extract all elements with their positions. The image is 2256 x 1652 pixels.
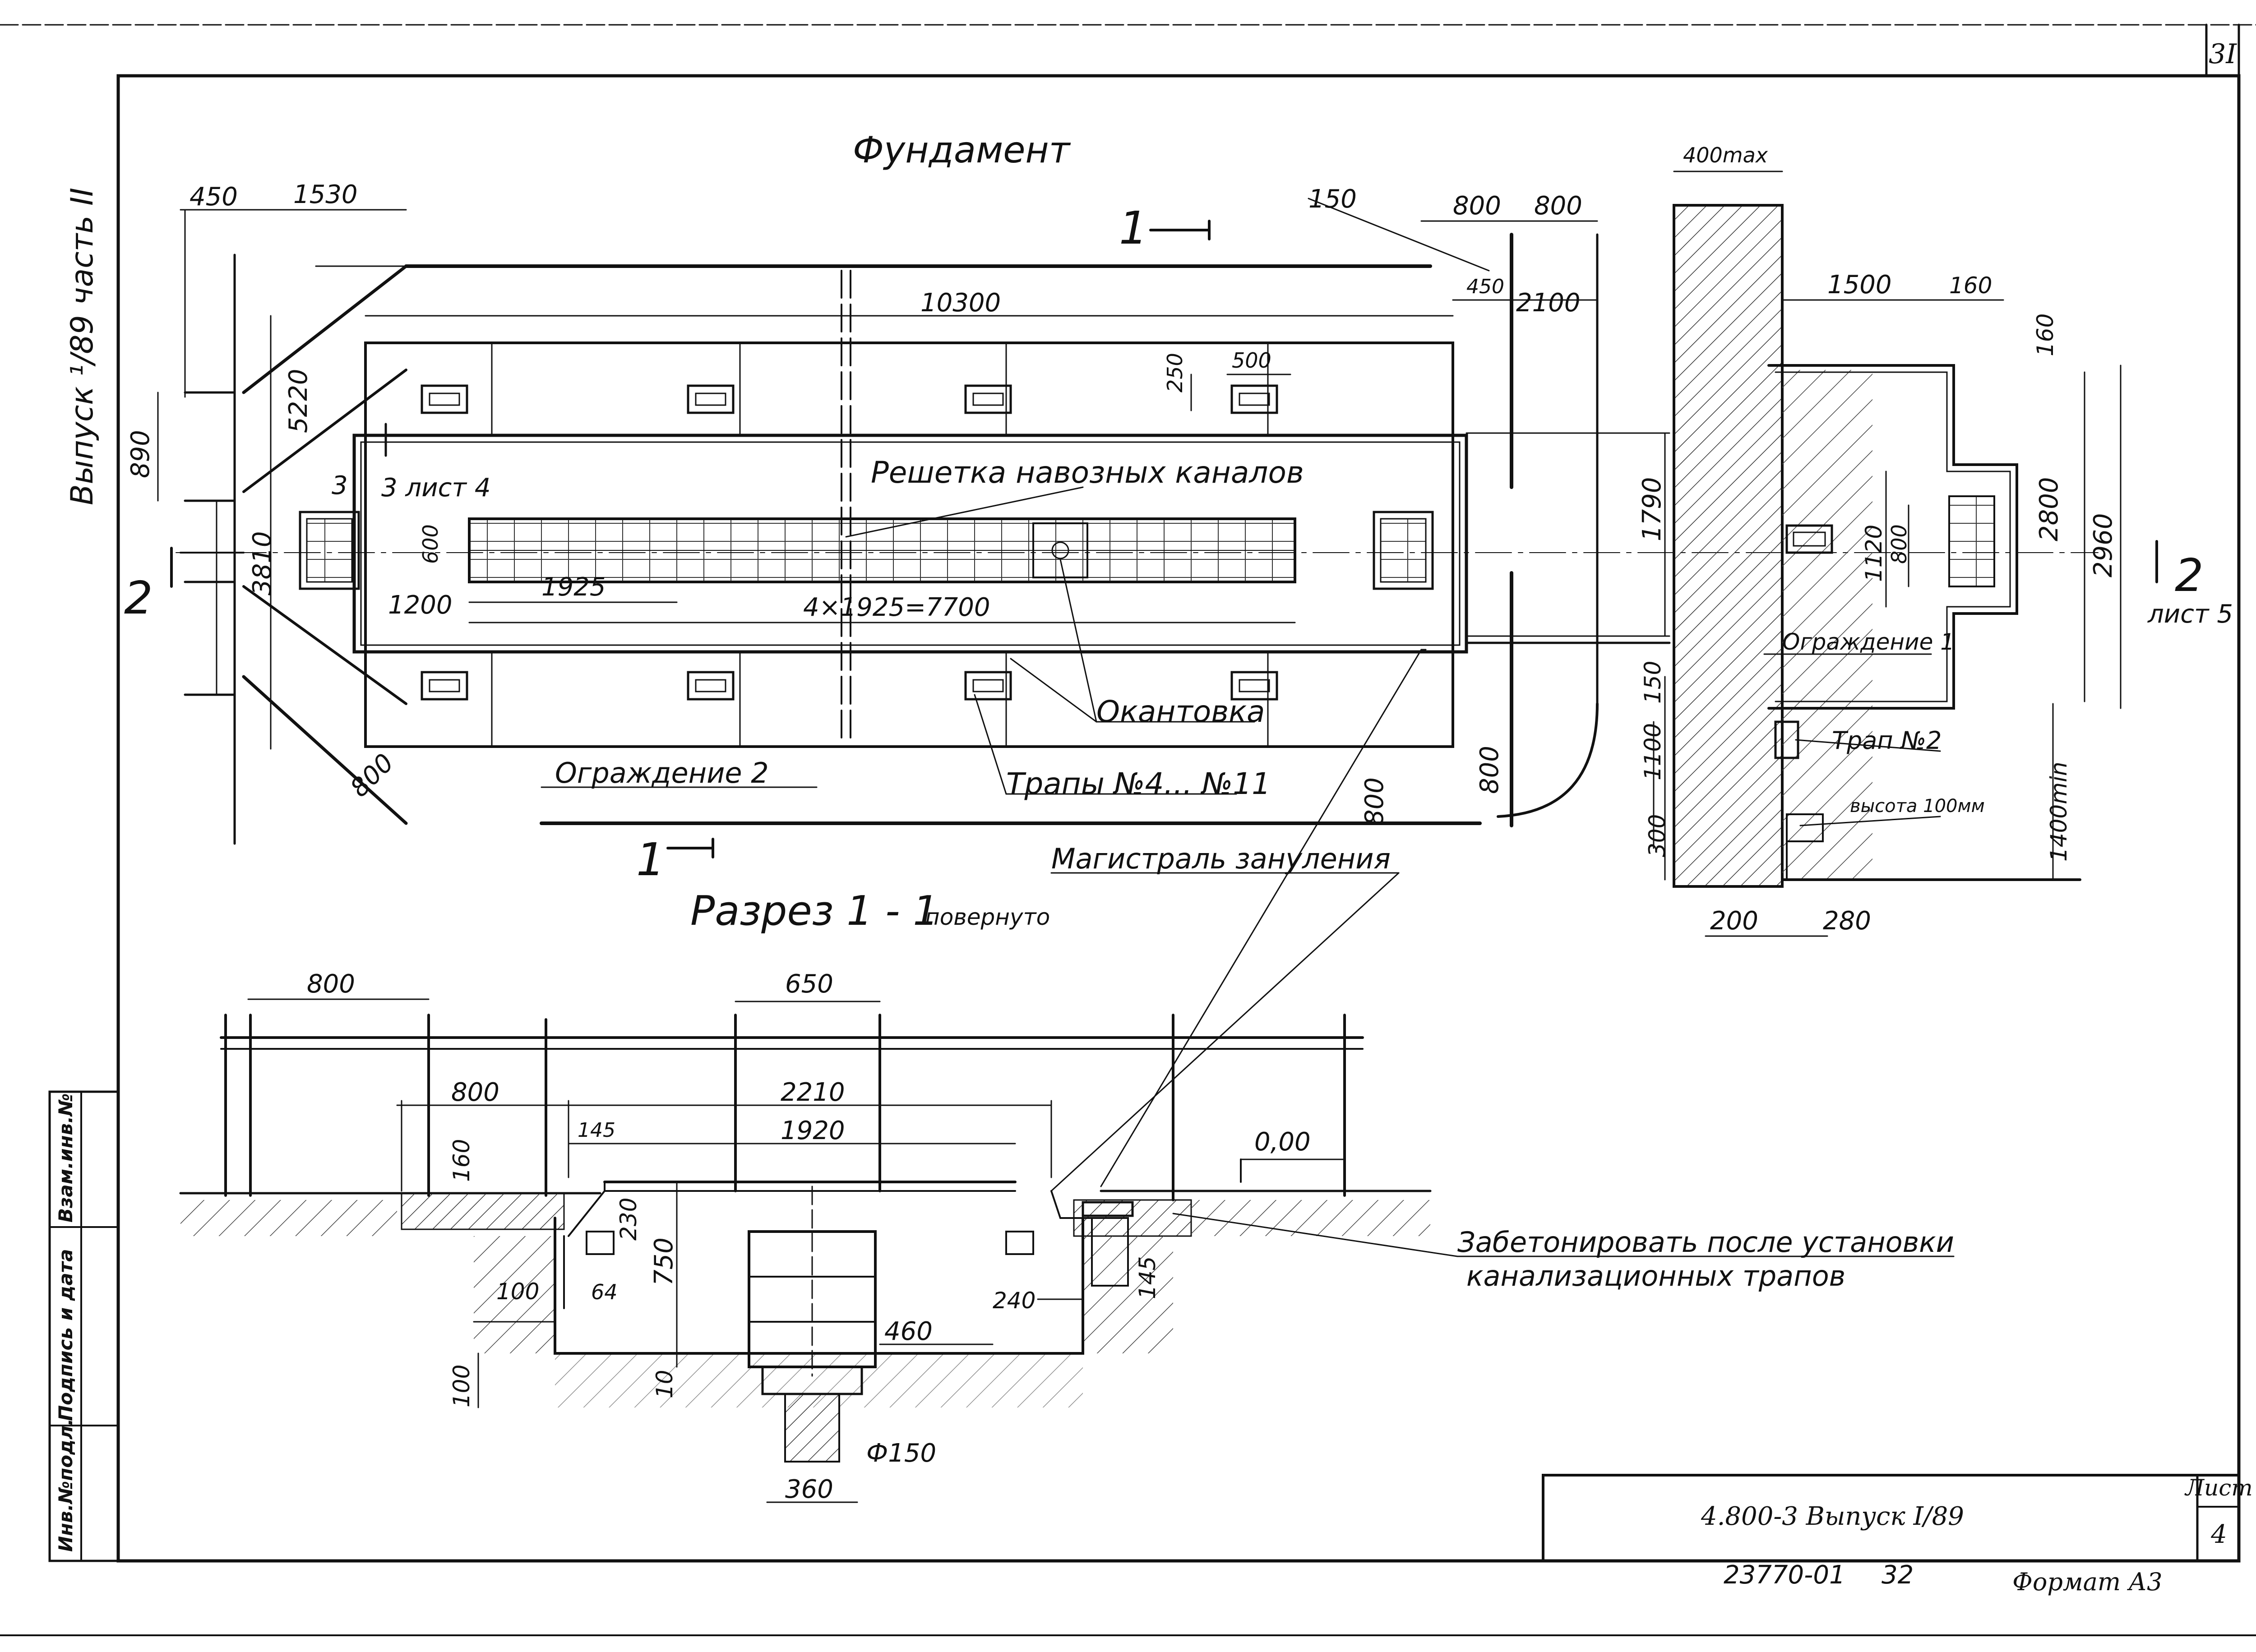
svg-text:460: 460 <box>884 1317 933 1346</box>
concrete-note-2: канализационных трапов <box>1466 1260 1845 1292</box>
label-fence1: Ограждение 1 <box>1782 629 1955 655</box>
svg-text:160: 160 <box>1949 272 1992 299</box>
svg-text:4×1925=7700: 4×1925=7700 <box>803 593 990 622</box>
section-note: повернуто <box>925 904 1050 930</box>
svg-text:64: 64 <box>591 1280 618 1304</box>
svg-text:240: 240 <box>993 1287 1036 1314</box>
title-block <box>1542 1474 2240 1562</box>
svg-text:1500: 1500 <box>1827 270 1892 300</box>
svg-text:450: 450 <box>1466 275 1504 298</box>
svg-text:100: 100 <box>496 1278 539 1305</box>
sheet-frame <box>0 23 2256 1636</box>
svg-text:200: 200 <box>1710 906 1758 936</box>
svg-text:800: 800 <box>345 748 400 803</box>
svg-text:Ф150: Ф150 <box>866 1439 936 1468</box>
page-number: 3I <box>2209 38 2237 70</box>
label-height: высота 100мм <box>1850 796 1985 817</box>
cut-label-top: 1 <box>1119 202 1148 254</box>
svg-text:1200: 1200 <box>388 591 453 620</box>
svg-text:800: 800 <box>1887 524 1911 564</box>
svg-text:3810: 3810 <box>248 531 277 595</box>
svg-text:2800: 2800 <box>2034 477 2064 541</box>
cut2-sheet: лист 5 <box>2147 600 2233 629</box>
drain-traps <box>421 384 1278 701</box>
list-number: 4 <box>2210 1520 2227 1549</box>
channel-outline <box>352 434 1468 654</box>
svg-text:230: 230 <box>615 1198 642 1241</box>
svg-text:800: 800 <box>1453 191 1501 221</box>
svg-text:890: 890 <box>126 430 155 478</box>
svg-text:1925: 1925 <box>541 572 606 602</box>
svg-text:750: 750 <box>649 1237 679 1286</box>
svg-text:300: 300 <box>1644 814 1670 857</box>
svg-text:1400min: 1400min <box>2046 761 2072 862</box>
svg-text:10300: 10300 <box>920 288 1001 318</box>
svg-text:280: 280 <box>1823 906 1871 936</box>
svg-text:1920: 1920 <box>781 1116 845 1145</box>
svg-text:2100: 2100 <box>1516 288 1581 318</box>
svg-text:10: 10 <box>652 1370 678 1398</box>
cut2-left: 2 <box>124 572 153 624</box>
stamp-replace: Взам.инв.№ <box>55 1093 77 1223</box>
left-stamp <box>48 1090 120 1562</box>
svg-text:800: 800 <box>451 1078 499 1107</box>
stamp-sign: Подпись и дата <box>55 1249 77 1421</box>
svg-text:360: 360 <box>785 1475 833 1504</box>
svg-text:800: 800 <box>1360 777 1389 826</box>
concrete-note-1: Забетонировать после установки <box>1457 1226 1954 1259</box>
plan-title: Фундамент <box>853 129 1071 171</box>
pit <box>1767 364 2018 710</box>
cut2-right: 2 <box>2175 549 2204 602</box>
svg-text:1120: 1120 <box>1861 525 1887 582</box>
svg-text:2210: 2210 <box>781 1078 845 1107</box>
svg-text:500: 500 <box>1232 348 1271 373</box>
svg-text:150: 150 <box>1308 185 1357 214</box>
svg-text:2960: 2960 <box>2089 513 2118 577</box>
list-label: Лист <box>2184 1475 2252 1501</box>
plan-dimensions: 450 1530 10300 150 800 800 450 2100 5220… <box>126 143 2118 936</box>
cut-label-bottom: 1 <box>636 833 665 886</box>
section-title: Разрез 1 - 1 <box>690 887 938 935</box>
section-dimensions: 800 650 800 2210 145 1920 160 0,00 230 7… <box>307 969 1311 1504</box>
sheet-code: 4.800-3 Выпуск I/89 <box>1701 1502 1964 1531</box>
side-title: Выпуск ¹/89 часть II <box>65 188 100 505</box>
svg-text:1530: 1530 <box>293 180 358 209</box>
svg-text:145: 145 <box>1134 1256 1160 1299</box>
label-fence2: Ограждение 2 <box>555 757 769 789</box>
format: Формат А3 <box>2012 1568 2163 1596</box>
label-drains: Трапы №4... №11 <box>1006 766 1271 801</box>
svg-text:250: 250 <box>1163 353 1187 392</box>
cut3-sheet: 3 лист 4 <box>381 473 490 503</box>
svg-text:600: 600 <box>418 524 443 564</box>
svg-text:145: 145 <box>578 1119 615 1142</box>
foundation-outline <box>364 341 1454 748</box>
cut3-label: 3 <box>332 471 348 500</box>
svg-text:800: 800 <box>307 969 355 999</box>
archive-number: 23770-01 <box>1724 1560 1845 1590</box>
label-drain2: Трап №2 <box>1832 726 1942 755</box>
archive-page: 32 <box>1882 1560 1914 1590</box>
label-grate: Решетка навозных каналов <box>871 455 1304 490</box>
svg-text:450: 450 <box>190 182 238 212</box>
svg-text:160: 160 <box>448 1139 475 1182</box>
label-ground: Магистраль зануления <box>1051 842 1391 875</box>
svg-text:5220: 5220 <box>284 369 313 433</box>
stamp-inv: Инв.№подл. <box>55 1418 77 1552</box>
svg-text:400mах: 400mах <box>1683 143 1768 167</box>
svg-text:1100: 1100 <box>1640 723 1666 780</box>
svg-text:800: 800 <box>1534 191 1582 221</box>
plan-view <box>157 171 2158 1192</box>
section-view <box>179 998 1955 1503</box>
label-edging: Окантовка <box>1096 694 1265 729</box>
svg-text:160: 160 <box>2032 314 2058 356</box>
svg-text:800: 800 <box>1475 746 1504 794</box>
svg-text:1790: 1790 <box>1637 477 1667 541</box>
svg-text:650: 650 <box>785 969 833 999</box>
svg-text:0,00: 0,00 <box>1254 1127 1311 1157</box>
wall <box>1673 204 1784 888</box>
svg-text:150: 150 <box>1640 661 1666 704</box>
svg-text:100: 100 <box>448 1365 475 1407</box>
